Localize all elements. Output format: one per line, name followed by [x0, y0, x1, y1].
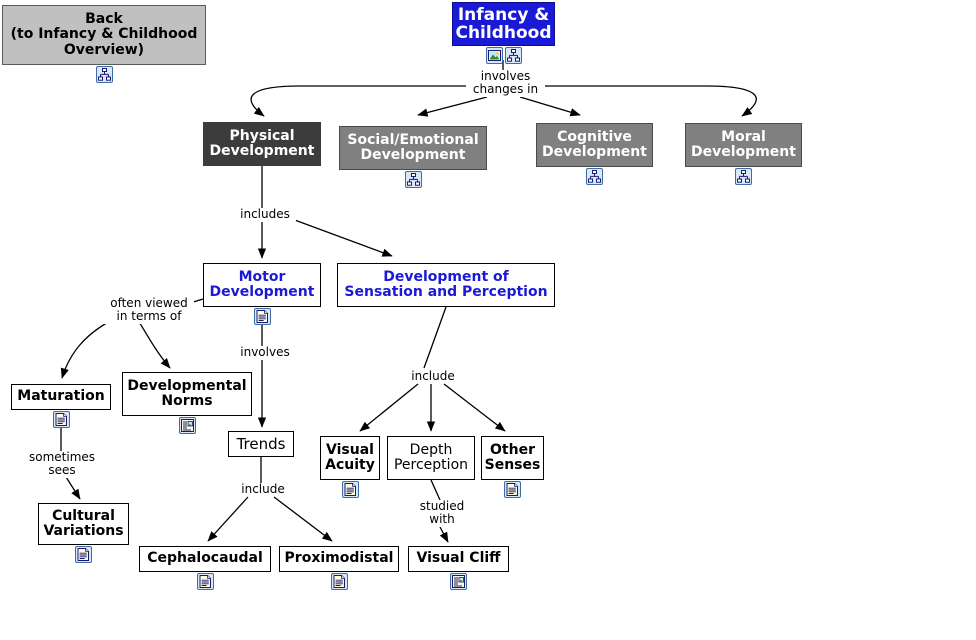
icon-row-maturation [52, 411, 70, 428]
edge-root-cognitive [519, 96, 581, 117]
node-label-cultural: Cultural Variations [43, 507, 124, 539]
node-root[interactable]: Infancy & Childhood [452, 2, 555, 46]
node-cephalo[interactable]: Cephalocaudal [139, 546, 271, 572]
icon-row-cephalo [196, 573, 214, 590]
node-cognitive[interactable]: Cognitive Development [536, 123, 653, 167]
edge-include-othersenses [443, 383, 506, 432]
node-label-proximo: Proximodistal [284, 550, 394, 567]
concept-map-icon[interactable] [404, 171, 422, 188]
document-icon[interactable] [330, 573, 348, 590]
edge-label-include-trends[interactable]: include [236, 482, 290, 497]
icon-row-visualacu [341, 481, 359, 498]
document-icon[interactable] [75, 546, 92, 563]
edge-include-cephalocaudal [207, 496, 249, 542]
concept-map-icon[interactable] [586, 168, 603, 185]
edge-label-includes[interactable]: includes [234, 207, 296, 222]
edge-root-social [417, 96, 488, 117]
icon-row-social [404, 171, 422, 188]
node-label-other: Other Senses [484, 441, 541, 473]
node-label-root: Infancy & Childhood [455, 4, 552, 43]
node-label-back: Back (to Infancy & Childhood Overview) [10, 11, 198, 58]
icon-row-motor [253, 308, 271, 325]
node-label-cephalo: Cephalocaudal [147, 550, 263, 567]
icon-row-other [504, 481, 521, 498]
icon-row-moral [735, 168, 752, 185]
concept-map-icon[interactable] [95, 66, 113, 83]
edge-sometimessees-cultural [65, 476, 81, 500]
icon-row-devnorms [178, 417, 196, 434]
edge-root-moral [541, 85, 757, 117]
edge-studiedwith-visualcliff [439, 526, 449, 543]
edge-oftenviewed-maturation [60, 319, 113, 379]
icon-row-cultural [75, 546, 92, 563]
edge-label-sometimes-sees[interactable]: sometimes sees [21, 450, 103, 478]
node-label-motor: Motor Development [209, 268, 315, 300]
node-maturation[interactable]: Maturation [11, 384, 111, 410]
node-label-cognitive: Cognitive Development [542, 128, 647, 160]
node-back[interactable]: Back (to Infancy & Childhood Overview) [2, 5, 206, 65]
icon-row-root [485, 47, 522, 64]
node-label-maturation: Maturation [17, 388, 105, 405]
node-motor[interactable]: Motor Development [203, 263, 321, 307]
edge-include-visualacuity [359, 383, 419, 432]
node-cultural[interactable]: Cultural Variations [38, 503, 129, 545]
node-label-depth: Depth Perception [393, 441, 469, 473]
icon-row-proximo [330, 573, 348, 590]
icon-row-back [95, 66, 113, 83]
node-depth[interactable]: Depth Perception [387, 436, 475, 480]
node-devnorms[interactable]: Developmental Norms [122, 372, 252, 416]
node-moral[interactable]: Moral Development [685, 123, 802, 167]
node-other[interactable]: Other Senses [481, 436, 544, 480]
document-icon[interactable] [504, 481, 521, 498]
icon-row-cognitive [586, 168, 603, 185]
node-label-cliff: Visual Cliff [416, 550, 501, 567]
node-label-devnorms: Developmental Norms [127, 377, 247, 409]
node-visualacu[interactable]: Visual Acuity [320, 436, 380, 480]
node-social[interactable]: Social/Emotional Development [339, 126, 487, 170]
edge-label-studied-with[interactable]: studied with [414, 499, 470, 527]
node-label-moral: Moral Development [691, 128, 796, 160]
edge-include-proximodistal [273, 496, 333, 542]
edge-label-involves-changes-in[interactable]: involves changes in [466, 69, 545, 97]
node-proximo[interactable]: Proximodistal [279, 546, 399, 572]
node-sensation[interactable]: Development of Sensation and Perception [337, 263, 555, 307]
edge-root-physical [250, 85, 466, 117]
edge-oftenviewed-devnorms [137, 319, 171, 369]
node-label-visualacu: Visual Acuity [325, 441, 375, 473]
concept-map-icon[interactable] [735, 168, 752, 185]
node-trends[interactable]: Trends [228, 431, 294, 457]
edge-includes-sensation [291, 218, 393, 257]
document-image-icon[interactable] [178, 417, 196, 434]
icon-row-cliff [450, 573, 467, 590]
node-label-sensation: Development of Sensation and Perception [344, 268, 548, 300]
edge-label-often-viewed[interactable]: often viewed in terms of [104, 296, 194, 324]
node-label-physical: Physical Development [209, 127, 315, 159]
document-icon[interactable] [52, 411, 70, 428]
node-label-social: Social/Emotional Development [347, 131, 479, 163]
document-image-icon[interactable] [450, 573, 467, 590]
edge-sensation-stem [423, 306, 447, 369]
picture-icon[interactable] [485, 47, 503, 64]
node-label-trends: Trends [236, 434, 286, 453]
edge-label-involves[interactable]: involves [236, 345, 294, 360]
concept-map-icon[interactable] [504, 47, 522, 64]
document-icon[interactable] [196, 573, 214, 590]
node-physical[interactable]: Physical Development [203, 122, 321, 166]
document-icon[interactable] [253, 308, 271, 325]
document-icon[interactable] [341, 481, 359, 498]
edge-depth-stem [430, 479, 441, 501]
edge-label-include-sensation[interactable]: include [406, 369, 460, 384]
node-cliff[interactable]: Visual Cliff [408, 546, 509, 572]
